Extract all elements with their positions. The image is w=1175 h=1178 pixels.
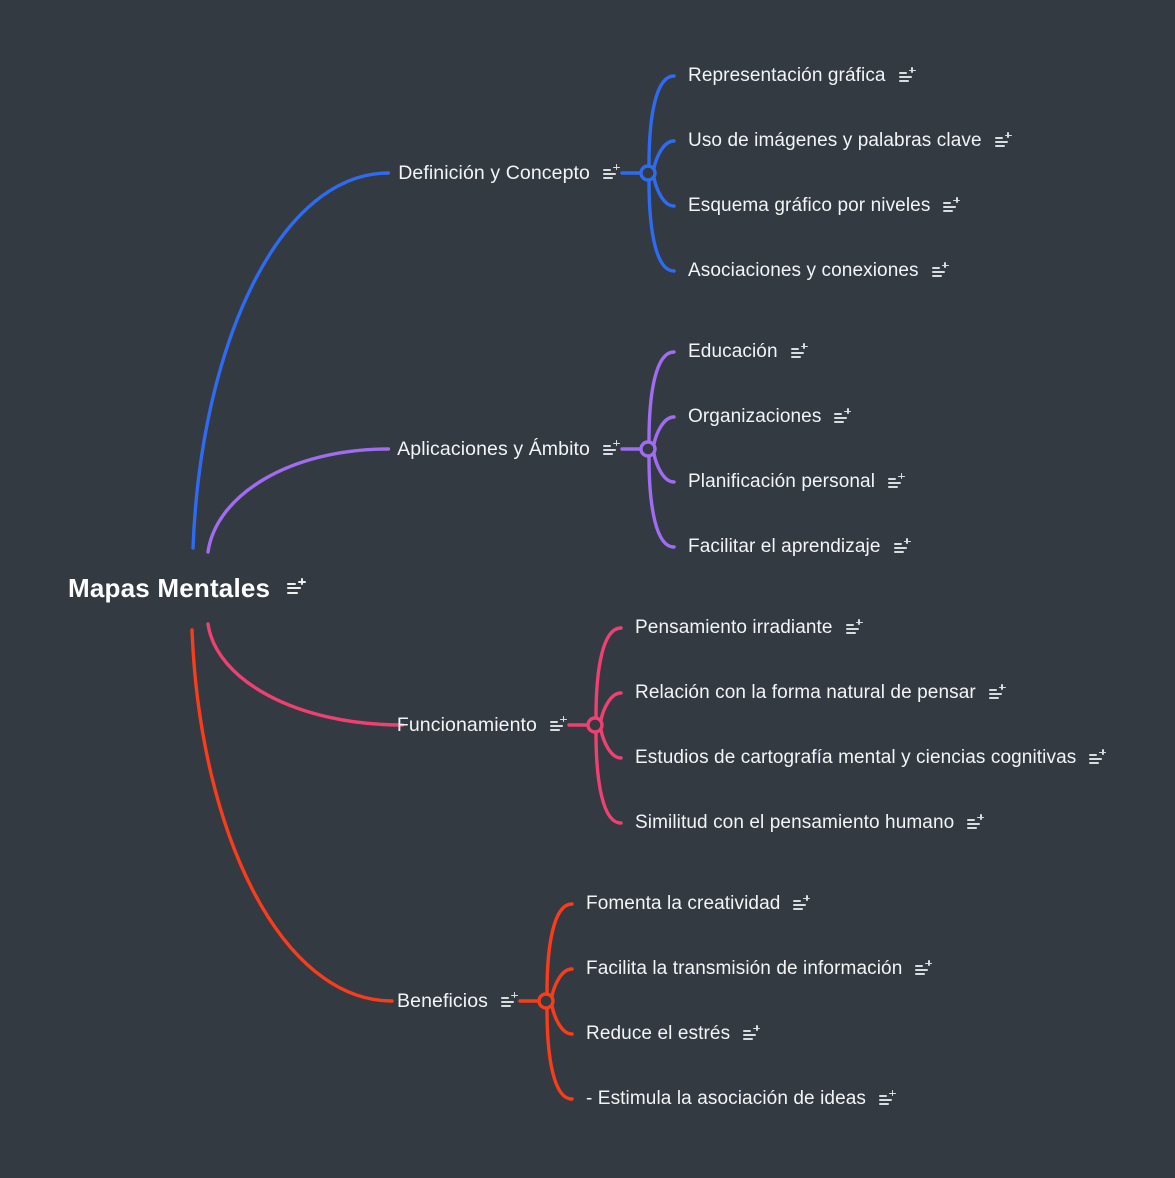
leaf-node-label: Facilitar el aprendizaje [688,536,881,557]
leaf-node[interactable]: Facilitar el aprendizaje [688,533,911,561]
branch-node-aplicaciones-y-ambito[interactable]: Aplicaciones y Ámbito [0,434,620,464]
leaf-node-label: Organizaciones [688,406,822,427]
leaf-node[interactable]: Fomenta la creatividad [586,890,811,918]
leaf-node[interactable]: Facilita la transmisión de información [586,955,933,983]
leaf-node[interactable]: Estudios de cartografía mental y ciencia… [635,744,1107,772]
leaf-node[interactable]: Uso de imágenes y palabras clave [688,127,1012,155]
leaf-node[interactable]: Asociaciones y conexiones [688,257,949,285]
branch-node-funcionamiento[interactable]: Funcionamiento [0,710,567,740]
add-note-icon[interactable] [845,618,863,636]
leaf-node-label: Similitud con el pensamiento humano [635,812,955,833]
add-note-icon[interactable] [879,1089,896,1107]
add-note-icon[interactable] [898,66,916,84]
leaf-node[interactable]: Planificación personal [688,468,906,496]
add-note-icon[interactable] [915,959,933,977]
branch-edges-definicion-y-concepto [191,74,676,550]
add-note-icon[interactable] [994,131,1012,149]
branch-node-definicion-y-concepto[interactable]: Definición y Concepto [0,158,620,188]
add-note-icon[interactable] [603,439,620,457]
add-note-icon[interactable] [603,163,620,181]
leaf-node[interactable]: - Estimula la asociación de ideas [586,1085,896,1113]
add-note-icon[interactable] [988,683,1006,701]
add-note-icon[interactable] [931,261,949,279]
leaf-node[interactable]: Esquema gráfico por niveles [688,192,961,220]
root-node-label: Mapas Mentales [68,572,271,603]
add-note-icon[interactable] [1089,748,1107,766]
leaf-node-label: Uso de imágenes y palabras clave [688,130,982,151]
leaf-node-label: Estudios de cartografía mental y ciencia… [635,747,1077,768]
branch-node-label: Funcionamiento [396,713,537,736]
branch-node-label: Definición y Concepto [398,161,590,184]
add-note-icon[interactable] [790,342,808,360]
leaf-node[interactable]: Educación [688,338,808,366]
leaf-node-label: Relación con la forma natural de pensar [635,682,976,703]
leaf-node-label: Educación [688,341,778,362]
add-note-icon[interactable] [287,578,307,597]
add-note-icon[interactable] [967,813,985,831]
leaf-node[interactable]: Similitud con el pensamiento humano [635,809,985,837]
add-note-icon[interactable] [501,991,518,1009]
leaf-node-label: Esquema gráfico por niveles [688,195,931,216]
leaf-node[interactable]: Pensamiento irradiante [635,614,863,642]
add-note-icon[interactable] [834,407,852,425]
branch-hub-definicion-y-concepto [639,164,657,182]
branch-hub-aplicaciones-y-ambito [639,440,657,458]
leaf-node[interactable]: Reduce el estrés [586,1020,761,1048]
branch-node-label: Aplicaciones y Ámbito [397,437,590,460]
leaf-node-label: Planificación personal [688,471,876,492]
leaf-node-label: Representación gráfica [688,65,886,86]
leaf-node-label: Facilita la transmisión de información [586,958,903,979]
add-note-icon[interactable] [893,537,911,555]
branch-node-beneficios[interactable]: Beneficios [0,986,518,1016]
leaf-node-label: Asociaciones y conexiones [688,260,919,281]
branch-node-label: Beneficios [397,989,488,1012]
leaf-node-label: - Estimula la asociación de ideas [586,1088,866,1109]
leaf-node-label: Pensamiento irradiante [635,617,833,638]
root-node[interactable]: Mapas Mentales [68,570,307,606]
add-note-icon[interactable] [793,894,811,912]
branch-edges-beneficios [190,628,574,1101]
add-note-icon[interactable] [888,472,906,490]
add-note-icon[interactable] [550,715,567,733]
branch-hub-beneficios [537,992,555,1010]
leaf-node-label: Fomenta la creatividad [586,893,781,914]
branch-hub-funcionamiento [586,716,604,734]
leaf-node[interactable]: Organizaciones [688,403,852,431]
leaf-node[interactable]: Relación con la forma natural de pensar [635,679,1006,707]
leaf-node-label: Reduce el estrés [586,1023,731,1044]
add-note-icon[interactable] [743,1024,761,1042]
leaf-node[interactable]: Representación gráfica [688,62,916,90]
add-note-icon[interactable] [943,196,961,214]
